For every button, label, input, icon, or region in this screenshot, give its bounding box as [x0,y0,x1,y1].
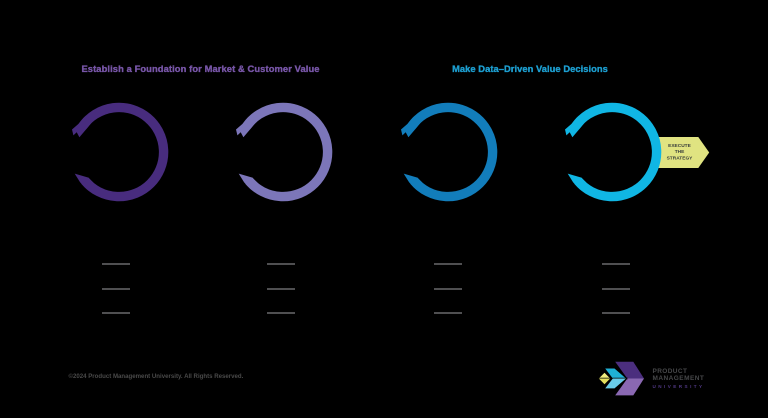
svg-text:THE: THE [674,149,684,155]
svg-text:STRATEGY: STRATEGY [666,156,693,162]
svg-text:EXECUTE: EXECUTE [668,143,691,149]
